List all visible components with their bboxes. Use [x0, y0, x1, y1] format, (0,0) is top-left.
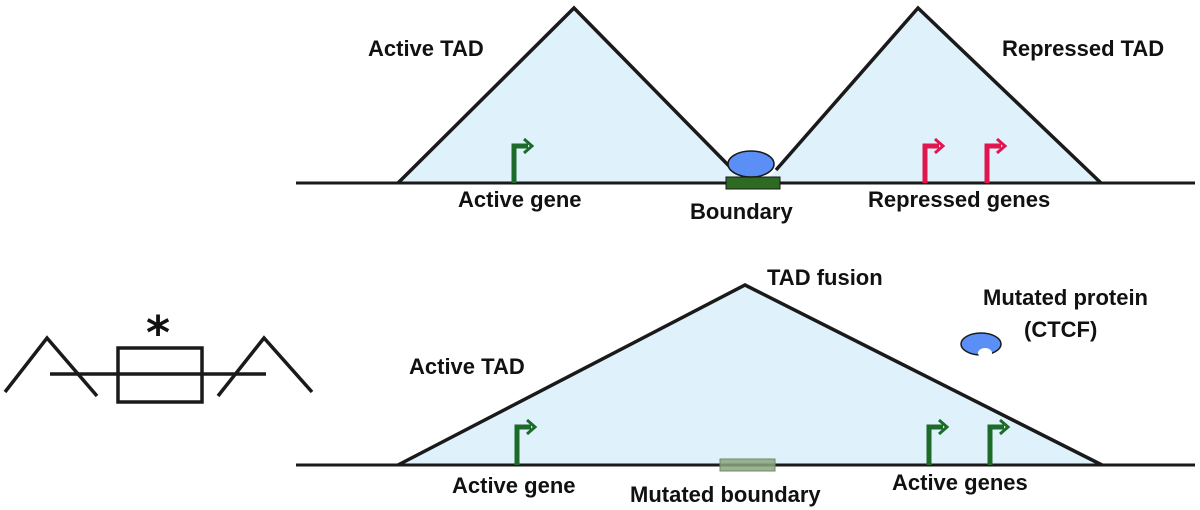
mutated-protein-label: Mutated protein — [983, 285, 1148, 310]
fused-tad-outline — [397, 283, 1103, 467]
repressed-tad-outline — [774, 5, 1103, 185]
repressed-gene-arrow-icon — [922, 137, 946, 183]
active-tad-label: Active TAD — [368, 36, 484, 61]
active-gene-arrow-icon — [987, 418, 1011, 465]
active-genes-label: Active genes — [892, 470, 1028, 495]
active-gene-arrow-icon — [511, 137, 535, 183]
active-gene-arrow-icon — [926, 418, 950, 465]
bottom-panel: TAD fusion Active TAD Mutated protein (C… — [296, 265, 1195, 507]
active-gene-label: Active gene — [452, 473, 576, 498]
fusion-schematic-icon: * — [3, 306, 314, 404]
repressed-genes-label: Repressed genes — [868, 187, 1050, 212]
top-panel: Active TAD Repressed TAD Active gene Bou… — [296, 5, 1195, 224]
mutated-boundary-box — [116, 346, 204, 404]
mutated-ctcf-protein — [960, 332, 1002, 358]
mutated-boundary-element — [719, 458, 776, 472]
active-gene-label: Active gene — [458, 187, 582, 212]
active-tad-label: Active TAD — [409, 354, 525, 379]
boundary-element — [725, 176, 781, 190]
active-tad-outline — [396, 5, 735, 185]
mutation-asterisk: * — [146, 306, 170, 360]
repressed-tad-triangle — [764, 8, 1101, 183]
repressed-tad-label: Repressed TAD — [1002, 36, 1164, 61]
ctcf-protein — [727, 150, 775, 178]
repressed-gene-arrow-icon — [984, 137, 1008, 183]
active-gene-arrow-icon — [514, 418, 538, 465]
boundary-label: Boundary — [690, 199, 793, 224]
mutated-protein-label-ctcf: (CTCF) — [1024, 317, 1097, 342]
tad-fusion-label: TAD fusion — [767, 265, 883, 290]
mutated-boundary-label: Mutated boundary — [630, 482, 821, 507]
fused-tad-triangle — [398, 285, 1102, 465]
active-tad-triangle — [398, 8, 745, 183]
